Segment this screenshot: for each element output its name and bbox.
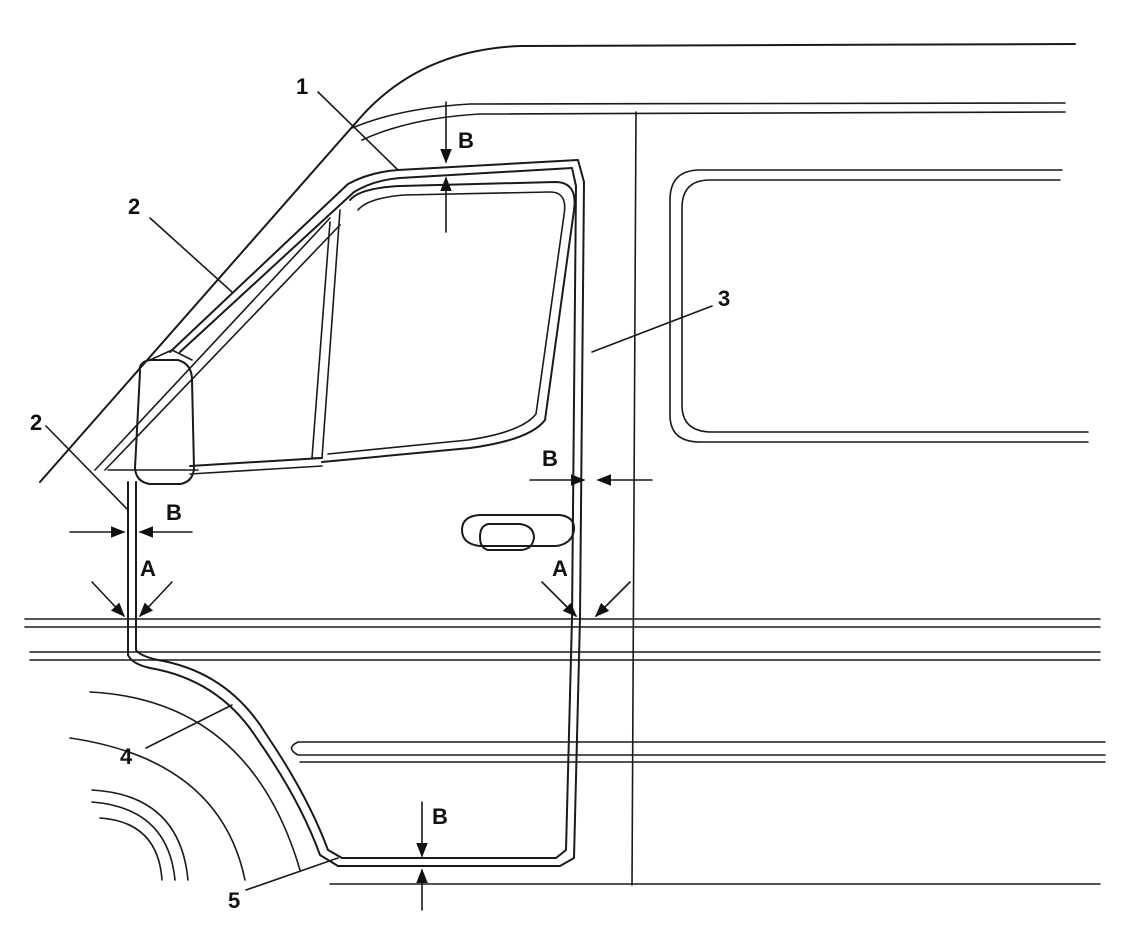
side-mirror [134, 349, 195, 485]
dim-label-b-top: B [458, 128, 474, 153]
tire-arc-2 [91, 801, 176, 881]
mirror-housing [134, 359, 195, 485]
dim-label-b-front: B [166, 500, 182, 525]
callout-4: 4 [120, 744, 133, 769]
lower-trim-strip [290, 741, 1106, 756]
dim-label-b-bottom: B [432, 804, 448, 829]
dim-a-front-arrow-right [139, 581, 173, 618]
callout-1: 1 [296, 74, 308, 99]
side-panel-seam [631, 111, 637, 886]
window-sill-2 [189, 465, 323, 475]
leader-3 [591, 305, 713, 353]
door-window-outer [321, 181, 576, 463]
roof-line [39, 43, 1076, 483]
mirror-arm [149, 349, 193, 361]
arch-inner [69, 737, 246, 881]
callout-2-upper: 2 [128, 194, 140, 219]
dim-a-rear-arrow-left [541, 581, 578, 618]
leader-5 [245, 857, 339, 891]
dim-a-front-arrow-left [91, 581, 125, 618]
door-handle-recess [461, 514, 576, 547]
front-door [94, 159, 585, 867]
callout-5: 5 [228, 888, 240, 913]
a-pillar-trim-2 [104, 224, 341, 471]
callout-2-lower: 2 [30, 410, 42, 435]
wheel-arch [69, 691, 301, 881]
roof-rail-outer [351, 102, 1066, 129]
tire-arc-3 [99, 817, 163, 881]
a-pillar-trim-1 [94, 217, 331, 471]
callout-leaders [45, 91, 713, 891]
door-seal-inner [135, 167, 577, 859]
division-bar [311, 209, 341, 459]
window-sill [189, 457, 323, 467]
callout-labels: 1 2 2 3 4 5 [30, 74, 730, 913]
dim-label-a-front: A [140, 556, 156, 581]
dim-label-b-rear: B [542, 446, 558, 471]
leader-2-lower [45, 425, 129, 511]
arch-outer [89, 691, 301, 871]
dim-label-a-rear: A [552, 556, 568, 581]
leader-1 [317, 91, 399, 171]
tire-arc-1 [91, 789, 189, 881]
door-handle [461, 514, 576, 551]
door-seal-outer [127, 159, 585, 867]
dimension-arrows [69, 101, 653, 911]
van-body [24, 43, 1106, 886]
rear-side-window-inner [681, 179, 1089, 433]
leader-4 [145, 704, 233, 749]
callout-3: 3 [718, 286, 730, 311]
door-window-inner [327, 191, 566, 455]
rear-side-window-outer [669, 169, 1089, 443]
dim-a-rear-arrow-right [594, 581, 631, 618]
door-handle-grip [479, 523, 535, 551]
leader-2-upper [149, 217, 233, 293]
dimension-labels: B B B B A A [140, 128, 568, 829]
roof-rail-inner [361, 111, 1066, 141]
